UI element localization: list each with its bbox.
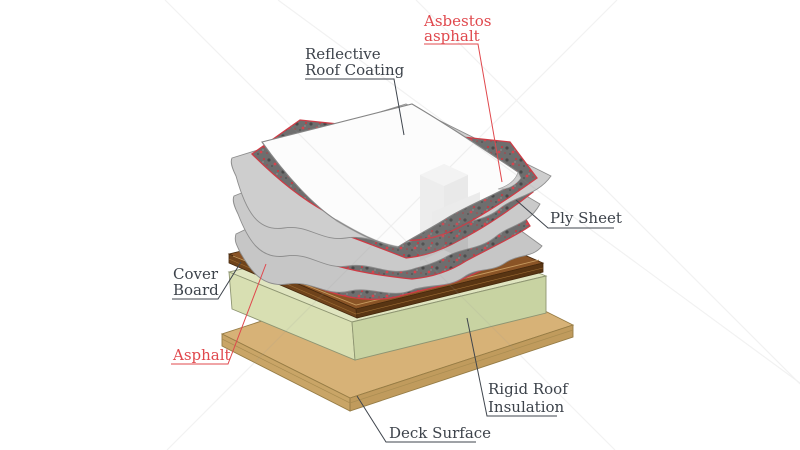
label-deck-surface: Deck Surface [389, 424, 491, 442]
label-text: Board [173, 281, 219, 299]
label-text: Asphalt [172, 346, 231, 364]
leader-rigid-roof-insulation [466, 317, 557, 417]
label-text: Ply Sheet [550, 209, 622, 227]
coating-corner-curl [497, 171, 522, 190]
label-text: Roof Coating [305, 61, 405, 79]
leader-reflective-roof-coating [305, 78, 405, 136]
label-text: Cover [173, 265, 219, 283]
leader-cover-board [172, 261, 242, 300]
label-text: Insulation [488, 398, 565, 416]
label-text: Rigid Roof [488, 380, 569, 398]
watermark-logo [420, 164, 480, 261]
label-text: Reflective [305, 45, 381, 63]
watermark [164, 0, 800, 450]
label-rigid-roof-insulation: Rigid Roof Insulation [488, 380, 569, 416]
coating-edge-shadow [335, 219, 399, 248]
reflective-coating-sheet [261, 103, 522, 248]
leader-deck-surface [356, 395, 476, 443]
leader-ply-sheet [515, 199, 614, 229]
deck-seam-line [221, 329, 574, 404]
label-reflective-roof-coating: Reflective Roof Coating [305, 45, 405, 79]
label-asphalt: Asphalt [172, 346, 231, 364]
label-text: asphalt [424, 27, 480, 45]
label-ply-sheet: Ply Sheet [550, 209, 622, 227]
leader-asphalt [171, 263, 267, 365]
label-text: Deck Surface [389, 424, 491, 442]
label-cover-board: Cover Board [173, 265, 219, 299]
leader-asbestos-asphalt [424, 43, 503, 183]
label-asbestos-asphalt: Asbestos asphalt [423, 12, 491, 45]
label-text: Asbestos [423, 12, 491, 30]
